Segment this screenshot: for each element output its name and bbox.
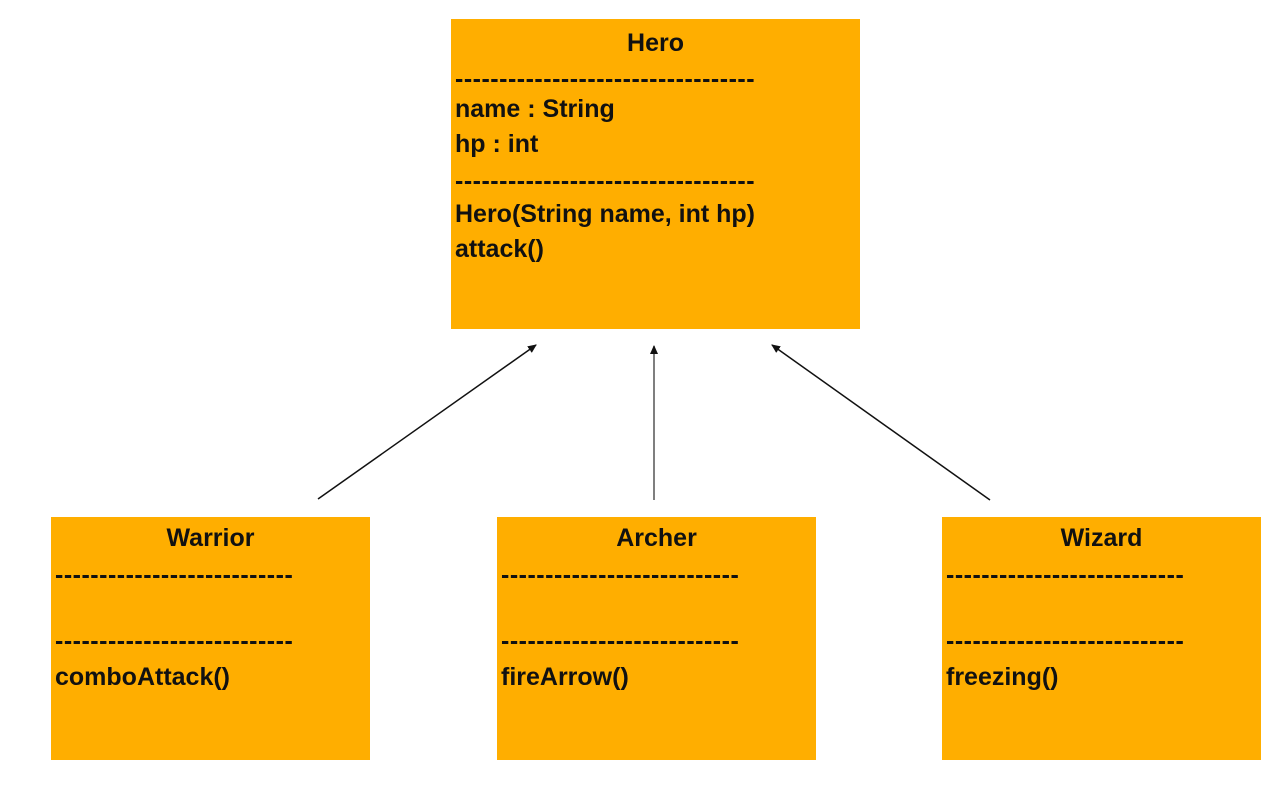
arrow-wizard-to-hero: [771, 344, 991, 501]
divider: ---------------------------: [55, 561, 294, 589]
method: Hero(String name, int hp): [455, 200, 755, 228]
divider: ---------------------------: [946, 627, 1185, 655]
method: fireArrow(): [501, 663, 629, 691]
arrow-warrior-to-hero: [317, 344, 537, 500]
divider: ---------------------------: [501, 561, 740, 589]
attribute: name : String: [455, 95, 615, 123]
divider: ----------------------------------: [455, 167, 756, 195]
divider: ---------------------------: [55, 627, 294, 655]
wizard-class-box[interactable]: Wizard --------------------------- -----…: [942, 517, 1261, 760]
class-name: Archer: [616, 524, 697, 552]
attribute: hp : int: [455, 130, 539, 158]
divider: ----------------------------------: [455, 65, 756, 93]
method: comboAttack(): [55, 663, 231, 691]
archer-class-box[interactable]: Archer --------------------------- -----…: [497, 517, 816, 760]
class-name: Hero: [627, 29, 684, 57]
warrior-class-box[interactable]: Warrior --------------------------- ----…: [51, 517, 370, 760]
hero-class-box[interactable]: Hero ---------------------------------- …: [451, 19, 860, 329]
method: attack(): [455, 235, 544, 263]
class-name: Wizard: [1060, 524, 1143, 552]
class-name: Warrior: [166, 524, 255, 552]
divider: ---------------------------: [946, 561, 1185, 589]
divider: ---------------------------: [501, 627, 740, 655]
method: freezing(): [946, 663, 1059, 691]
